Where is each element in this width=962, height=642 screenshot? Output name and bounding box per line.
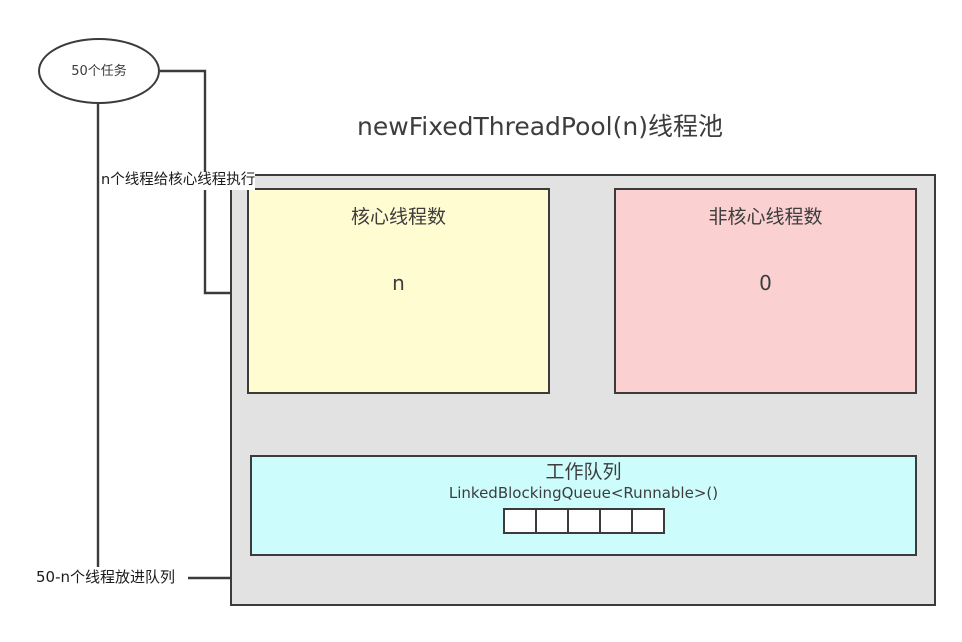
- non-core-thread-box[interactable]: 非核心线程数 0: [614, 188, 917, 394]
- edge-label-work-queue: 50-n个线程放进队列: [36, 568, 176, 587]
- queue-cell[interactable]: [598, 508, 633, 535]
- work-queue-subtitle: LinkedBlockingQueue<Runnable>(): [448, 483, 719, 502]
- task-source-label: 50个任务: [71, 63, 127, 79]
- queue-cell[interactable]: [534, 508, 569, 535]
- edge-label-core-threads: n个线程给核心线程执行: [101, 172, 256, 190]
- queue-cell[interactable]: [502, 508, 537, 535]
- non-core-thread-box-value: 0: [759, 270, 772, 295]
- queue-cell[interactable]: [566, 508, 601, 535]
- work-queue-box[interactable]: 工作队列 LinkedBlockingQueue<Runnable>(): [250, 455, 917, 556]
- core-thread-box[interactable]: 核心线程数 n: [247, 188, 550, 394]
- task-source-node[interactable]: 50个任务: [38, 38, 160, 104]
- non-core-thread-box-title: 非核心线程数: [708, 206, 823, 228]
- work-queue-cells: [502, 508, 665, 535]
- core-thread-box-title: 核心线程数: [350, 206, 446, 228]
- core-thread-box-value: n: [392, 270, 405, 295]
- work-queue-title: 工作队列: [545, 461, 622, 483]
- queue-cell[interactable]: [630, 508, 665, 535]
- pool-title: newFixedThreadPool(n)线程池: [357, 112, 723, 141]
